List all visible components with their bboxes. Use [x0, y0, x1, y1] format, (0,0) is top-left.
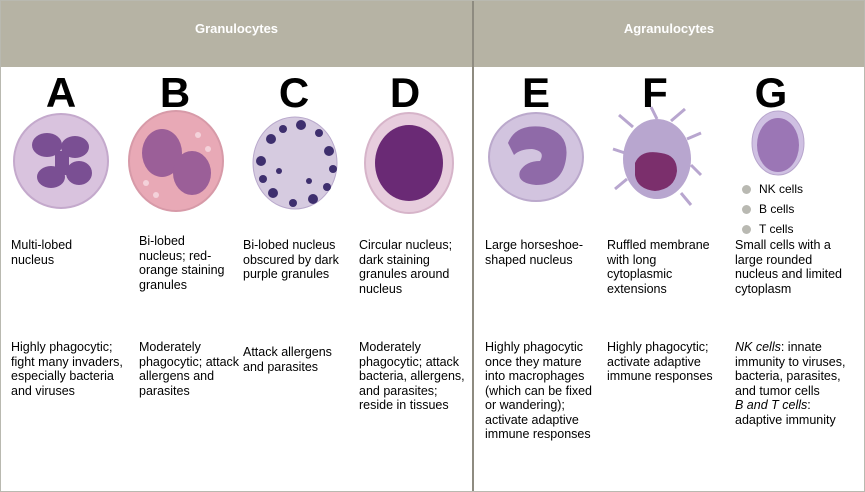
structure-f: Ruffled membrane with long cytoplasmic e… [607, 238, 710, 296]
label-b: B [159, 69, 191, 116]
legend-nk: NK cells [742, 182, 803, 196]
structure-e: Large horseshoe-shaped nucleus [485, 238, 583, 267]
t-dot-icon [742, 225, 751, 234]
legend-t: T cells [742, 222, 793, 236]
mast-cell-image [364, 112, 454, 214]
function-c: Attack allergens and parasites [243, 345, 332, 374]
legend-b: B cells [742, 202, 794, 216]
label-d: D [389, 69, 421, 116]
nk-label: NK cells [735, 340, 781, 354]
structure-g: Small cells with a large rounded nucleus… [735, 238, 843, 296]
b-dot-icon [742, 205, 751, 214]
basophil-image [252, 116, 338, 210]
structure-b: Bi-lobed nucleus; red-orange staining gr… [139, 234, 225, 292]
structure-d: Circular nucleus; dark staining granules… [359, 238, 453, 296]
label-a: A [45, 69, 77, 116]
label-e: E [521, 69, 550, 116]
neutrophil-image [13, 113, 109, 209]
label-g: G [754, 69, 788, 116]
monocyte-image [488, 112, 584, 202]
dendritic-cell-image [612, 106, 703, 206]
nk-dot-icon [742, 185, 751, 194]
agranulocytes-header: Agranulocytes [474, 1, 864, 67]
function-d: Moderately phagocytic; attack bacteria, … [359, 340, 465, 412]
group-divider [472, 1, 474, 491]
function-a: Highly phagocytic; fight many invaders, … [11, 340, 123, 398]
structure-a: Multi-lobed nucleus [11, 238, 73, 267]
function-f: Highly phagocytic; activate adaptive imm… [607, 340, 713, 383]
label-c: C [278, 69, 310, 116]
function-b: Moderately phagocytic; attack allergens … [139, 340, 240, 398]
label-f: F [642, 69, 668, 116]
granulocytes-header: Granulocytes [1, 1, 472, 67]
function-e: Highly phagocytic once they mature into … [485, 340, 593, 441]
function-g: NK cells: innate immunity to viruses, ba… [735, 340, 846, 427]
eosinophil-image [128, 110, 224, 212]
lymphocyte-image [751, 110, 805, 176]
bt-label: B and T cells [735, 398, 808, 412]
structure-c: Bi-lobed nucleus obscured by dark purple… [243, 238, 339, 281]
